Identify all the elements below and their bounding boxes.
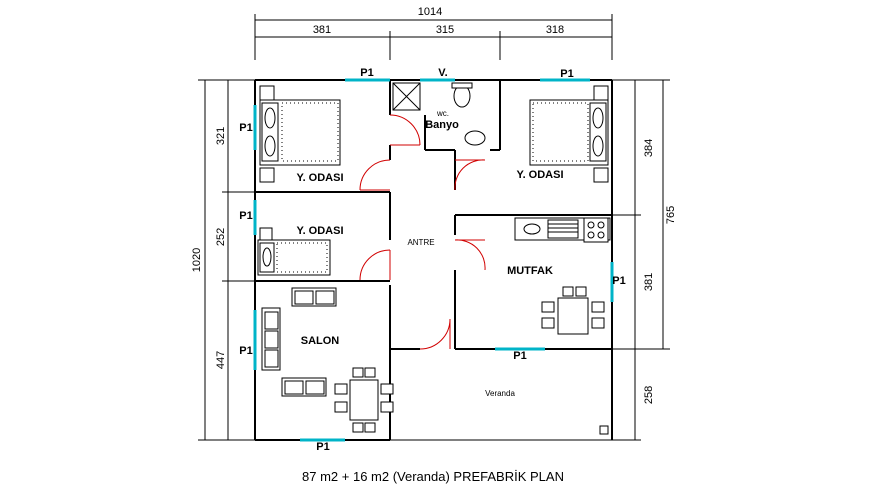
room-label-bedroom-3: Y. ODASI <box>516 169 563 181</box>
kitchen-table <box>541 286 605 335</box>
walls <box>254 79 613 441</box>
room-label-bedroom-2: Y. ODASI <box>296 225 343 237</box>
dim-left-3: 447 <box>215 351 227 369</box>
dim-left-total: 1020 <box>191 248 203 272</box>
bathroom-fixtures <box>392 82 486 146</box>
room-label-veranda: Veranda <box>485 389 515 398</box>
window-label: P1 <box>316 441 329 453</box>
dining-table <box>334 367 394 433</box>
window-label: P1 <box>612 275 625 287</box>
windows <box>253 78 614 442</box>
bed-top-left <box>259 85 341 183</box>
room-label-bath: Banyo <box>425 119 459 131</box>
dim-total-width: 1014 <box>418 6 442 18</box>
room-label-hall: ANTRE <box>407 238 434 247</box>
right-dimensions: 765 384 381 258 <box>612 79 677 441</box>
plan-caption: 87 m2 + 16 m2 (Veranda) PREFABRİK PLAN <box>302 469 564 484</box>
room-label-living: SALON <box>301 335 340 347</box>
dim-top-1: 381 <box>313 24 331 36</box>
window-label: P1 <box>560 68 573 80</box>
living-sofas <box>261 287 337 397</box>
dim-top-2: 315 <box>436 24 454 36</box>
bed-top-right <box>529 85 609 183</box>
window-label: P1 <box>239 345 252 357</box>
room-label-bedroom-1: Y. ODASI <box>296 172 343 184</box>
dim-right-total: 765 <box>665 206 677 224</box>
room-labels: Y. ODASI Y. ODASI Y. ODASI wc. Banyo ANT… <box>296 109 563 398</box>
left-dimensions: 1020 321 252 447 <box>191 79 255 441</box>
kitchen-counter <box>514 217 611 243</box>
dim-right-2: 381 <box>643 273 655 291</box>
veranda-post <box>599 425 609 435</box>
dim-left-1: 321 <box>215 127 227 145</box>
room-label-kitchen: MUTFAK <box>507 265 553 277</box>
window-label: P1 <box>360 67 373 79</box>
window-labels: P1 V. P1 P1 P1 P1 P1 P1 P1 <box>239 67 625 453</box>
dim-right-1: 384 <box>643 139 655 157</box>
window-label: P1 <box>239 210 252 222</box>
window-label: P1 <box>239 122 252 134</box>
top-dimensions: 1014 381 315 318 <box>254 6 613 60</box>
dim-top-3: 318 <box>546 24 564 36</box>
dim-left-2: 252 <box>215 228 227 246</box>
doors <box>359 114 486 350</box>
bed-middle <box>257 227 331 276</box>
dim-right-3: 258 <box>643 386 655 404</box>
window-label: V. <box>438 67 447 79</box>
room-label-wc: wc. <box>436 109 449 118</box>
window-label: P1 <box>513 350 526 362</box>
